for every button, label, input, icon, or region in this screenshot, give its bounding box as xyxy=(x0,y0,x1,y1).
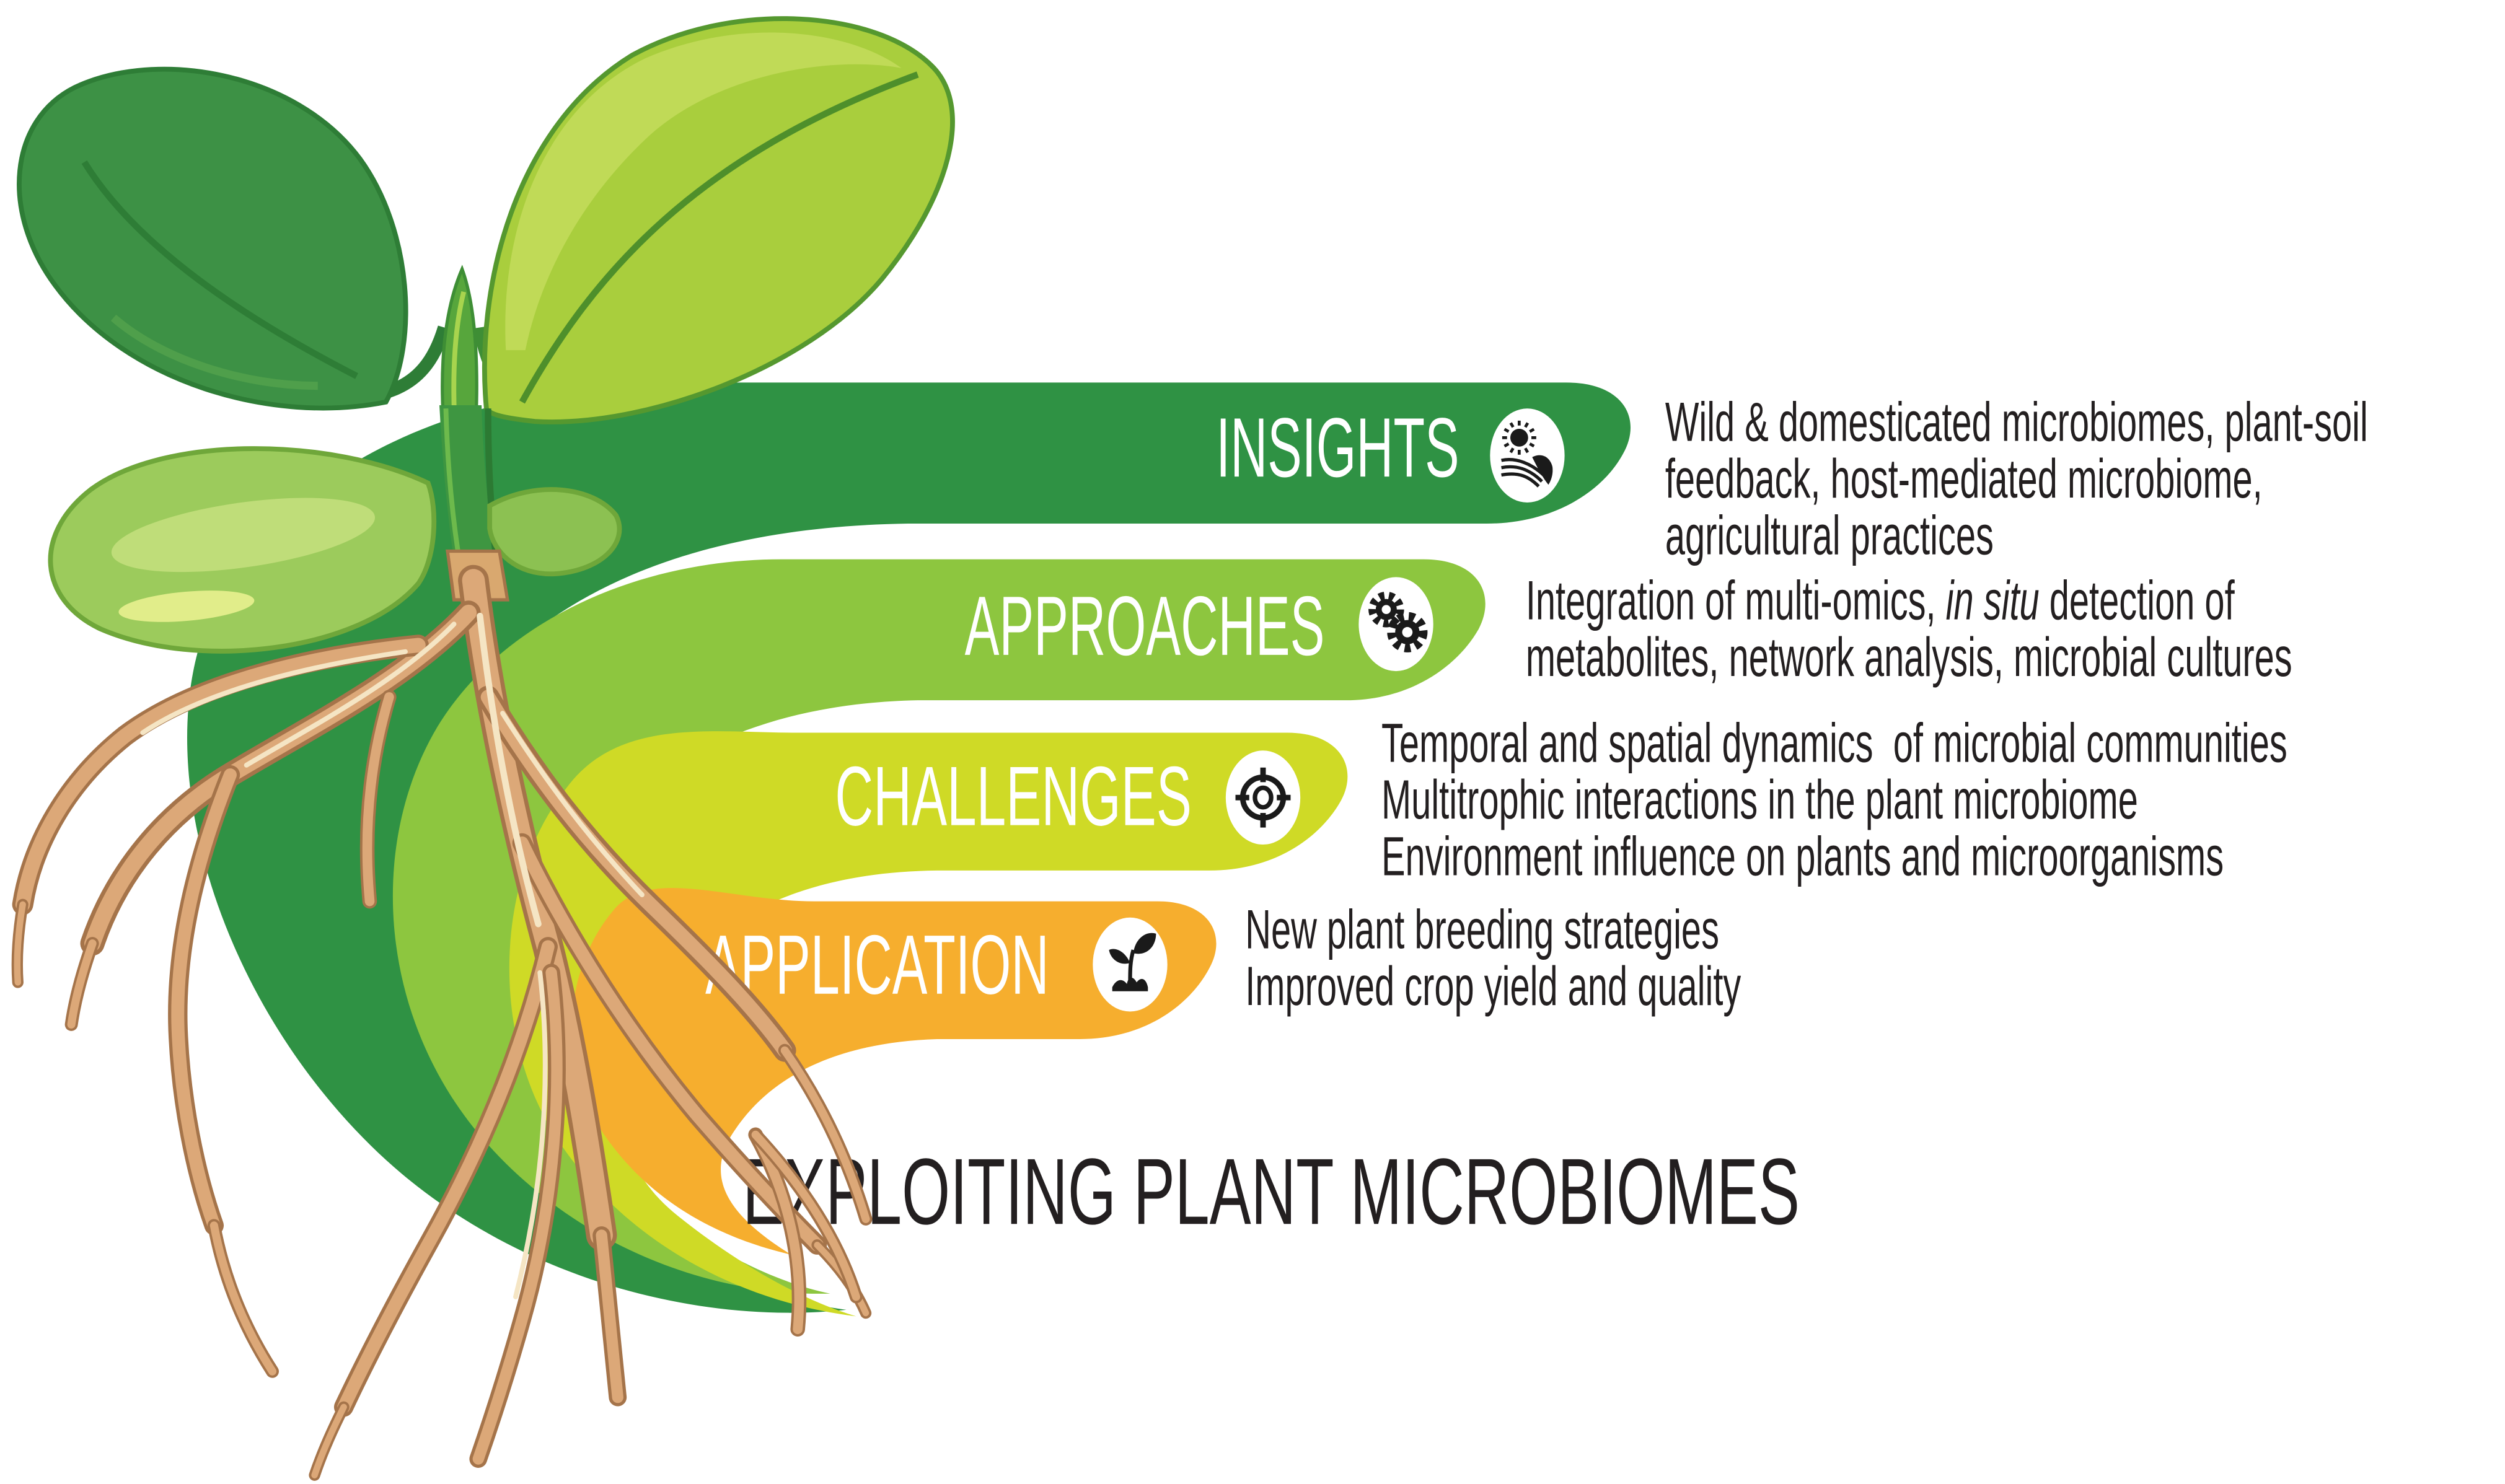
target-icon xyxy=(1225,750,1301,845)
challenges-desc-line2: Multitrophic interactions in the plant m… xyxy=(1381,769,2138,831)
figure-title: EXPLOITING PLANT MICROBIOMES xyxy=(742,1139,1800,1244)
band-descriptions: Wild & domesticated microbiomes, plant-s… xyxy=(1245,391,2368,1017)
insights-label: INSIGHTS xyxy=(1216,400,1459,494)
seedling-icon xyxy=(1093,917,1168,1012)
approaches-desc-pre: Integration of multi-omics, xyxy=(1526,569,1946,631)
right-leaf xyxy=(482,16,955,424)
plant-illustration xyxy=(11,16,955,1481)
approaches-label: APPROACHES xyxy=(965,579,1325,673)
insights-band-shape xyxy=(187,382,1631,1313)
agriculture-field-sun-icon xyxy=(1490,408,1565,503)
approaches-desc-line2: metabolites, network analysis, microbial… xyxy=(1526,626,2292,688)
challenges-label: CHALLENGES xyxy=(835,749,1192,843)
left-leaf xyxy=(17,66,408,411)
insights-desc-line2: feedback, host-mediated microbiome, xyxy=(1665,448,2263,510)
application-desc-line1: New plant breeding strategies xyxy=(1245,898,1719,960)
application-label: APPLICATION xyxy=(705,918,1049,1012)
band-icons xyxy=(1093,408,1565,1012)
band-labels: INSIGHTS APPROACHES CHALLENGES APPLICATI… xyxy=(705,400,1459,1012)
insights-desc-line1: Wild & domesticated microbiomes, plant-s… xyxy=(1665,391,2368,453)
approaches-desc-post: detection of xyxy=(2040,569,2235,631)
insights-desc-line3: agricultural practices xyxy=(1665,504,1994,566)
challenges-band-shape xyxy=(509,731,1348,1317)
application-desc-line2: Improved crop yield and quality xyxy=(1245,955,1741,1017)
approaches-desc-line1: Integration of multi-omics, in situ dete… xyxy=(1526,569,2235,631)
approaches-desc-italic: in situ xyxy=(1946,569,2040,631)
cotyledon-leaves xyxy=(48,446,622,654)
roots xyxy=(11,564,873,1481)
gears-icon xyxy=(1358,577,1433,672)
stem xyxy=(439,405,501,571)
approaches-description: Integration of multi-omics, in situ dete… xyxy=(1526,569,2292,688)
application-description: New plant breeding strategies Improved c… xyxy=(1245,898,1741,1017)
insights-description: Wild & domesticated microbiomes, plant-s… xyxy=(1665,391,2368,566)
challenges-description: Temporal and spatial dynamics of microbi… xyxy=(1381,712,2287,887)
left-petiole xyxy=(384,325,451,399)
challenges-desc-line3: Environment influence on plants and micr… xyxy=(1381,825,2224,887)
challenges-desc-line1: Temporal and spatial dynamics of microbi… xyxy=(1381,712,2287,774)
